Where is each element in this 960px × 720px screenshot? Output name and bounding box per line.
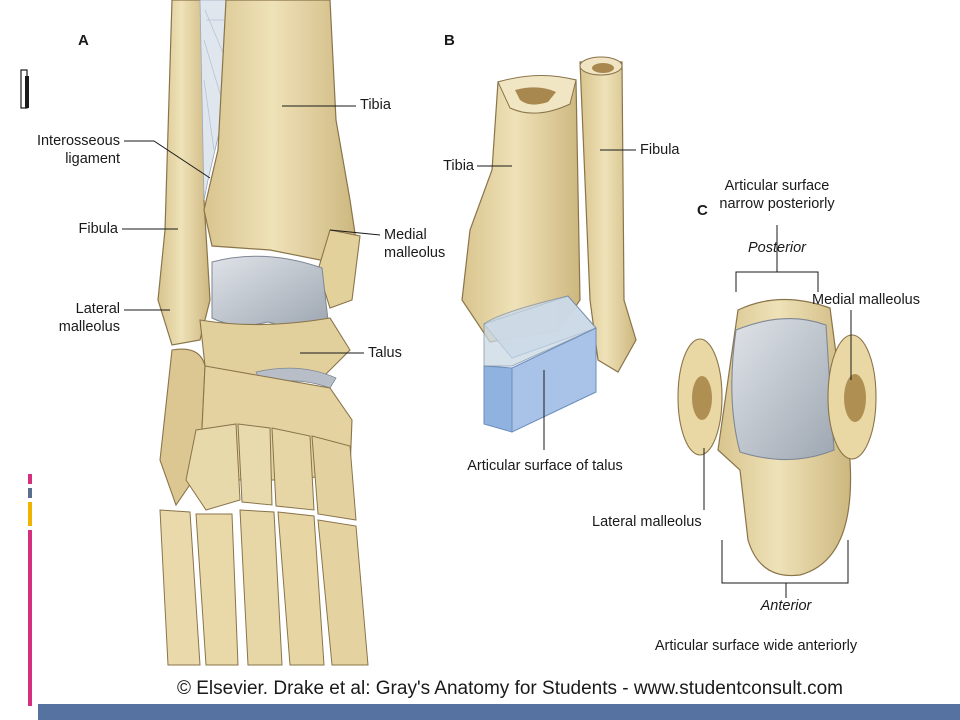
panel-a-label-fibula: Fibula [78, 221, 119, 237]
panel-b-letter: B [444, 32, 455, 49]
panel-b-fibula-bone [579, 61, 637, 373]
panel-c-label-anterior: Anterior [760, 598, 812, 614]
panel-a-label-lateral-malleolus-2: malleolus [58, 319, 120, 335]
panel-c-label-medial-malleolus: Medial malleolus [812, 292, 920, 308]
panel-a-tibia-bone [203, 0, 357, 263]
bottom-bar [38, 704, 960, 720]
panel-a-label-medial-malleolus-2: malleolus [384, 245, 446, 261]
accent-pink-top [28, 474, 32, 484]
panel-a-label-interosseous-2: ligament [65, 151, 120, 167]
panel-c-label-lateral-malleolus: Lateral malleolus [592, 514, 702, 530]
accent-gold [28, 502, 32, 526]
panel-a-label-talus: Talus [368, 345, 402, 361]
panel-a-label-medial-malleolus-1: Medial [384, 227, 427, 243]
panel-c-trochlea-cartilage [731, 318, 835, 461]
panel-a-label-interosseous-1: Interosseous [36, 133, 120, 149]
panel-b-label-articular-surface-talus: Articular surface of talus [467, 458, 623, 474]
panel-a-label-lateral-malleolus-1: Lateral [75, 301, 120, 317]
left-edge-marker-icon [20, 69, 29, 109]
panel-a-talus-cartilage [211, 255, 329, 327]
panel-c-label-wide-anteriorly: Articular surface wide anteriorly [654, 638, 858, 654]
panel-c-illustration [677, 225, 877, 598]
copyright-credit: © Elsevier. Drake et al: Gray's Anatomy … [176, 678, 843, 699]
panel-c-label-narrow-2: narrow posteriorly [719, 196, 835, 212]
accent-pink-long [28, 530, 32, 706]
panel-c-letter: C [697, 202, 708, 219]
panel-b-label-fibula: Fibula [640, 142, 680, 158]
accent-slate [28, 488, 32, 498]
panel-a-label-tibia: Tibia [360, 97, 391, 113]
panel-b-talus-box-front [483, 365, 513, 433]
panel-b-illustration [461, 56, 637, 450]
panel-a-letter: A [78, 32, 89, 49]
panel-a-illustration [122, 0, 381, 666]
panel-c-label-posterior: Posterior [747, 240, 807, 256]
panel-b-label-tibia: Tibia [443, 158, 474, 174]
panel-c-label-narrow-1: Articular surface [724, 178, 830, 194]
